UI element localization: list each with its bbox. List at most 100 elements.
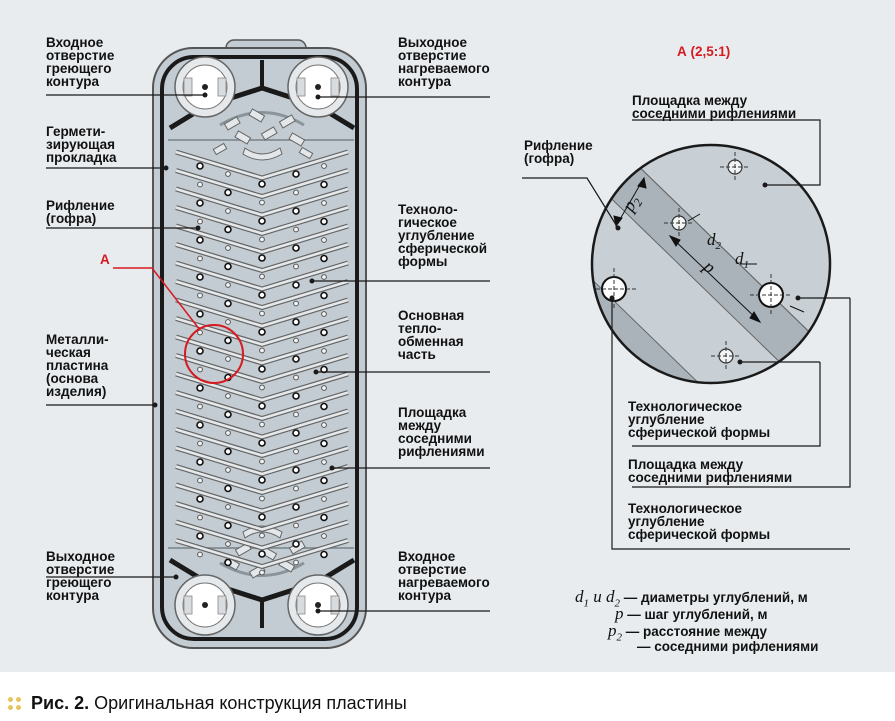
recess-dot (259, 421, 265, 428)
recess-dot (225, 208, 231, 214)
recess-dot (292, 429, 300, 437)
detail-tech-recess-2: Технологическое углубление сферической ф… (628, 501, 771, 542)
label-gasket: Гермети- зирующая прокладка (46, 124, 117, 165)
label-tech-recess: Техноло- гическое углубление сферической… (398, 202, 487, 269)
recess-dot (225, 467, 231, 473)
recess-dot (197, 551, 203, 558)
recess-dot (321, 200, 327, 206)
recess-dot (320, 180, 328, 189)
corrugation-highlight (175, 428, 349, 457)
label-outlet-heated: Выходное отверстие нагреваемого контура (398, 35, 490, 89)
recess-dot (258, 365, 266, 373)
legend-row-3: p2 — расстояние между (608, 621, 768, 644)
corrugation-highlight (175, 298, 349, 328)
recess-dot (259, 532, 265, 539)
leader-lines-detail (522, 119, 851, 550)
legend-row-2: p — шаг углублений, м (615, 604, 768, 623)
recess-dot (320, 550, 328, 559)
recess-dot (196, 421, 204, 429)
corrugation-highlight (175, 391, 349, 420)
recess-dot (196, 495, 204, 503)
recess-dot (292, 207, 300, 215)
detail-marker-a (113, 267, 244, 384)
label-metal-plate: Металли- ческая пластина (основа изделия… (46, 332, 109, 399)
recess-dot (225, 356, 231, 362)
recess-dot (225, 245, 231, 251)
recess-dot (196, 458, 204, 466)
corrugation-highlight (175, 520, 349, 550)
recess-dot (320, 328, 328, 337)
recess-dot (197, 181, 203, 188)
corrugation-highlight (175, 150, 349, 180)
recess-dot (258, 550, 266, 558)
recess-dot (197, 292, 203, 299)
recess-dot (197, 329, 203, 336)
legend-row-1: d1 и d2 — диаметры углублений, м (575, 587, 808, 610)
recess-dot (258, 328, 266, 336)
recess-bottom (711, 341, 741, 371)
recess-dot (259, 236, 265, 243)
recess-dot (224, 558, 232, 567)
recess-dot (196, 532, 204, 540)
recess-dot (293, 337, 299, 344)
recess-dot (224, 447, 232, 456)
recess-top (720, 152, 750, 182)
recess-dot (259, 569, 265, 576)
corrugation-highlight (175, 280, 349, 309)
recess-left (592, 268, 636, 310)
recess-dot (293, 522, 299, 529)
recess-dot (293, 226, 299, 233)
corrugation-highlight (175, 539, 349, 568)
label-inlet-heated: Входное отверстие нагреваемого контура (398, 549, 490, 603)
recess-dot (224, 299, 232, 308)
recess-dot (320, 254, 328, 263)
recess-dot (321, 274, 327, 280)
recess-dot (258, 402, 266, 410)
recess-dot (258, 291, 266, 299)
recess-dot (293, 189, 299, 196)
recess-dot (293, 263, 299, 270)
recess-dot (196, 310, 204, 318)
corrugation-highlight (175, 446, 349, 476)
recess-dot (259, 458, 265, 465)
detail-tech-recess-1: Технологическое углубление сферической ф… (628, 399, 771, 440)
recess-dot (258, 439, 266, 447)
label-outlet-heating: Выходное отверстие греющего контура (46, 549, 115, 603)
label-corrugation: Рифление (гофра) (46, 198, 115, 226)
recess-dot (292, 170, 300, 178)
label-main-part: Основная тепло- обменная часть (398, 308, 465, 362)
recess-dot (292, 355, 300, 363)
plate-diagram: p2 d2 d1 p (46, 39, 851, 649)
detail-platform-top: Площадка между соседними рифлениями (632, 93, 797, 121)
recess-dot (259, 310, 265, 317)
recess-dot (225, 319, 231, 325)
recess-dot (320, 513, 328, 522)
recess-dot (259, 273, 265, 280)
leader-lines-left (46, 94, 205, 578)
recess-dot (197, 440, 203, 447)
recess-dot (292, 244, 300, 252)
recess-dot (293, 300, 299, 307)
recess-dot (196, 384, 204, 392)
recess-dot (258, 180, 266, 188)
recess-dot (196, 162, 204, 170)
recess-dot (225, 282, 231, 288)
recess-dot (321, 385, 327, 391)
recess-dot (258, 476, 266, 484)
distribution-area-top (212, 108, 314, 161)
recess-dot (259, 199, 265, 206)
detail-title: А (2,5:1) (677, 44, 731, 59)
recess-dot (196, 347, 204, 355)
recess-dot (292, 540, 300, 548)
recess-dot (224, 225, 232, 234)
recess-dot (224, 262, 232, 271)
port-outlet-heated (287, 56, 349, 118)
recess-dot (293, 374, 299, 381)
corrugation-highlight (175, 354, 349, 383)
recess-dot (197, 477, 203, 484)
figure-caption: Рис. 2. Оригинальная конструкция пластин… (8, 691, 407, 715)
recess-dot (259, 495, 265, 502)
recess-dot (197, 403, 203, 410)
recess-dot (293, 411, 299, 418)
recess-dot (258, 254, 266, 262)
